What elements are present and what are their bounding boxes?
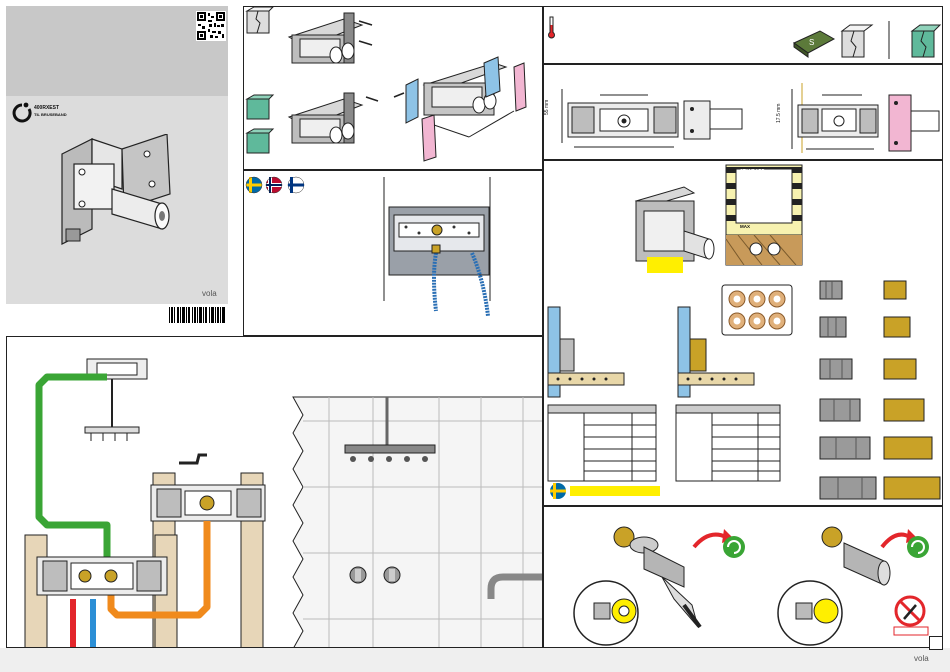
mortar-bag-icon: S [794, 31, 834, 57]
valve-with-sticker [636, 187, 714, 273]
wall-types-panel: S [543, 6, 943, 64]
cartridge-illustration [544, 507, 943, 648]
piping-panel [6, 336, 543, 648]
valve-assembly-middle [289, 93, 378, 143]
cartridge-assembly-left [574, 527, 745, 645]
dimensions-illustration [544, 65, 943, 160]
finland-flag [288, 177, 304, 193]
wall-solid-icon [842, 25, 872, 57]
product-subtitle: TIL BRUSEBAND [34, 112, 67, 117]
cover-panel: 400RXEST TIL BRUSEBAND vola [6, 6, 228, 326]
piping-illustration [7, 337, 543, 648]
dimension-drawing-right [792, 83, 878, 153]
footer-brand: vola [914, 654, 929, 663]
right-height-dimension: 17.5 mm [776, 104, 782, 123]
corner-tab [929, 636, 943, 650]
lower-valve-box [37, 557, 167, 595]
qr-code-icon [196, 11, 226, 41]
wall-icon-solid [247, 7, 273, 33]
gauge-label-max: MAX [740, 224, 750, 229]
wall-section-left [548, 307, 624, 397]
depth-illustration [544, 161, 943, 506]
shower-supply-pipe [39, 377, 107, 561]
sweden-flag [246, 177, 262, 193]
niche-illustration [244, 171, 543, 336]
dimension-drawing-left [562, 89, 678, 147]
norway-flag [266, 177, 282, 193]
product-code: 400RXEST [34, 105, 59, 111]
valve-assembly-top [289, 13, 372, 63]
depth-table-left [548, 405, 656, 481]
wall-types-illustration: S [544, 7, 943, 64]
ceiling-shower [85, 359, 147, 441]
niche-panel [243, 170, 543, 336]
depth-table-right [676, 405, 780, 481]
depth-panel: STANDARD MAX [543, 160, 943, 506]
depth-gauge [726, 165, 802, 265]
seal-rings [722, 285, 792, 335]
brand-logo-icon [12, 102, 32, 124]
tiled-wall [293, 397, 543, 648]
mounting-illustration [244, 7, 543, 170]
barcode-icon [168, 306, 226, 324]
extension-sleeves [820, 281, 876, 499]
left-height-dimension: 55 mm [544, 100, 550, 115]
svg-text:S: S [809, 38, 814, 47]
thermometer-icon [549, 17, 555, 38]
no-tools-icon [894, 597, 928, 635]
wall-icon-board [247, 95, 273, 153]
cover-grey-block [6, 6, 228, 96]
gauge-label-standard: STANDARD [740, 168, 765, 173]
dimensions-panel: 55 mm 17.5 mm [543, 64, 943, 160]
brass-extensions [884, 281, 940, 499]
wall-board-icon [912, 25, 940, 57]
mounting-panel [243, 6, 543, 170]
footer-bar [0, 648, 950, 672]
upper-valve-box [151, 455, 265, 521]
cartridge-panel [543, 506, 943, 648]
dimension-drawing-left-side [684, 101, 742, 139]
dimension-drawing-right-side [889, 95, 939, 151]
valve-assembly-right [394, 57, 526, 161]
product-illustration [52, 134, 182, 254]
sweden-flag-note [550, 483, 660, 499]
cover-brand: vola [202, 289, 217, 298]
